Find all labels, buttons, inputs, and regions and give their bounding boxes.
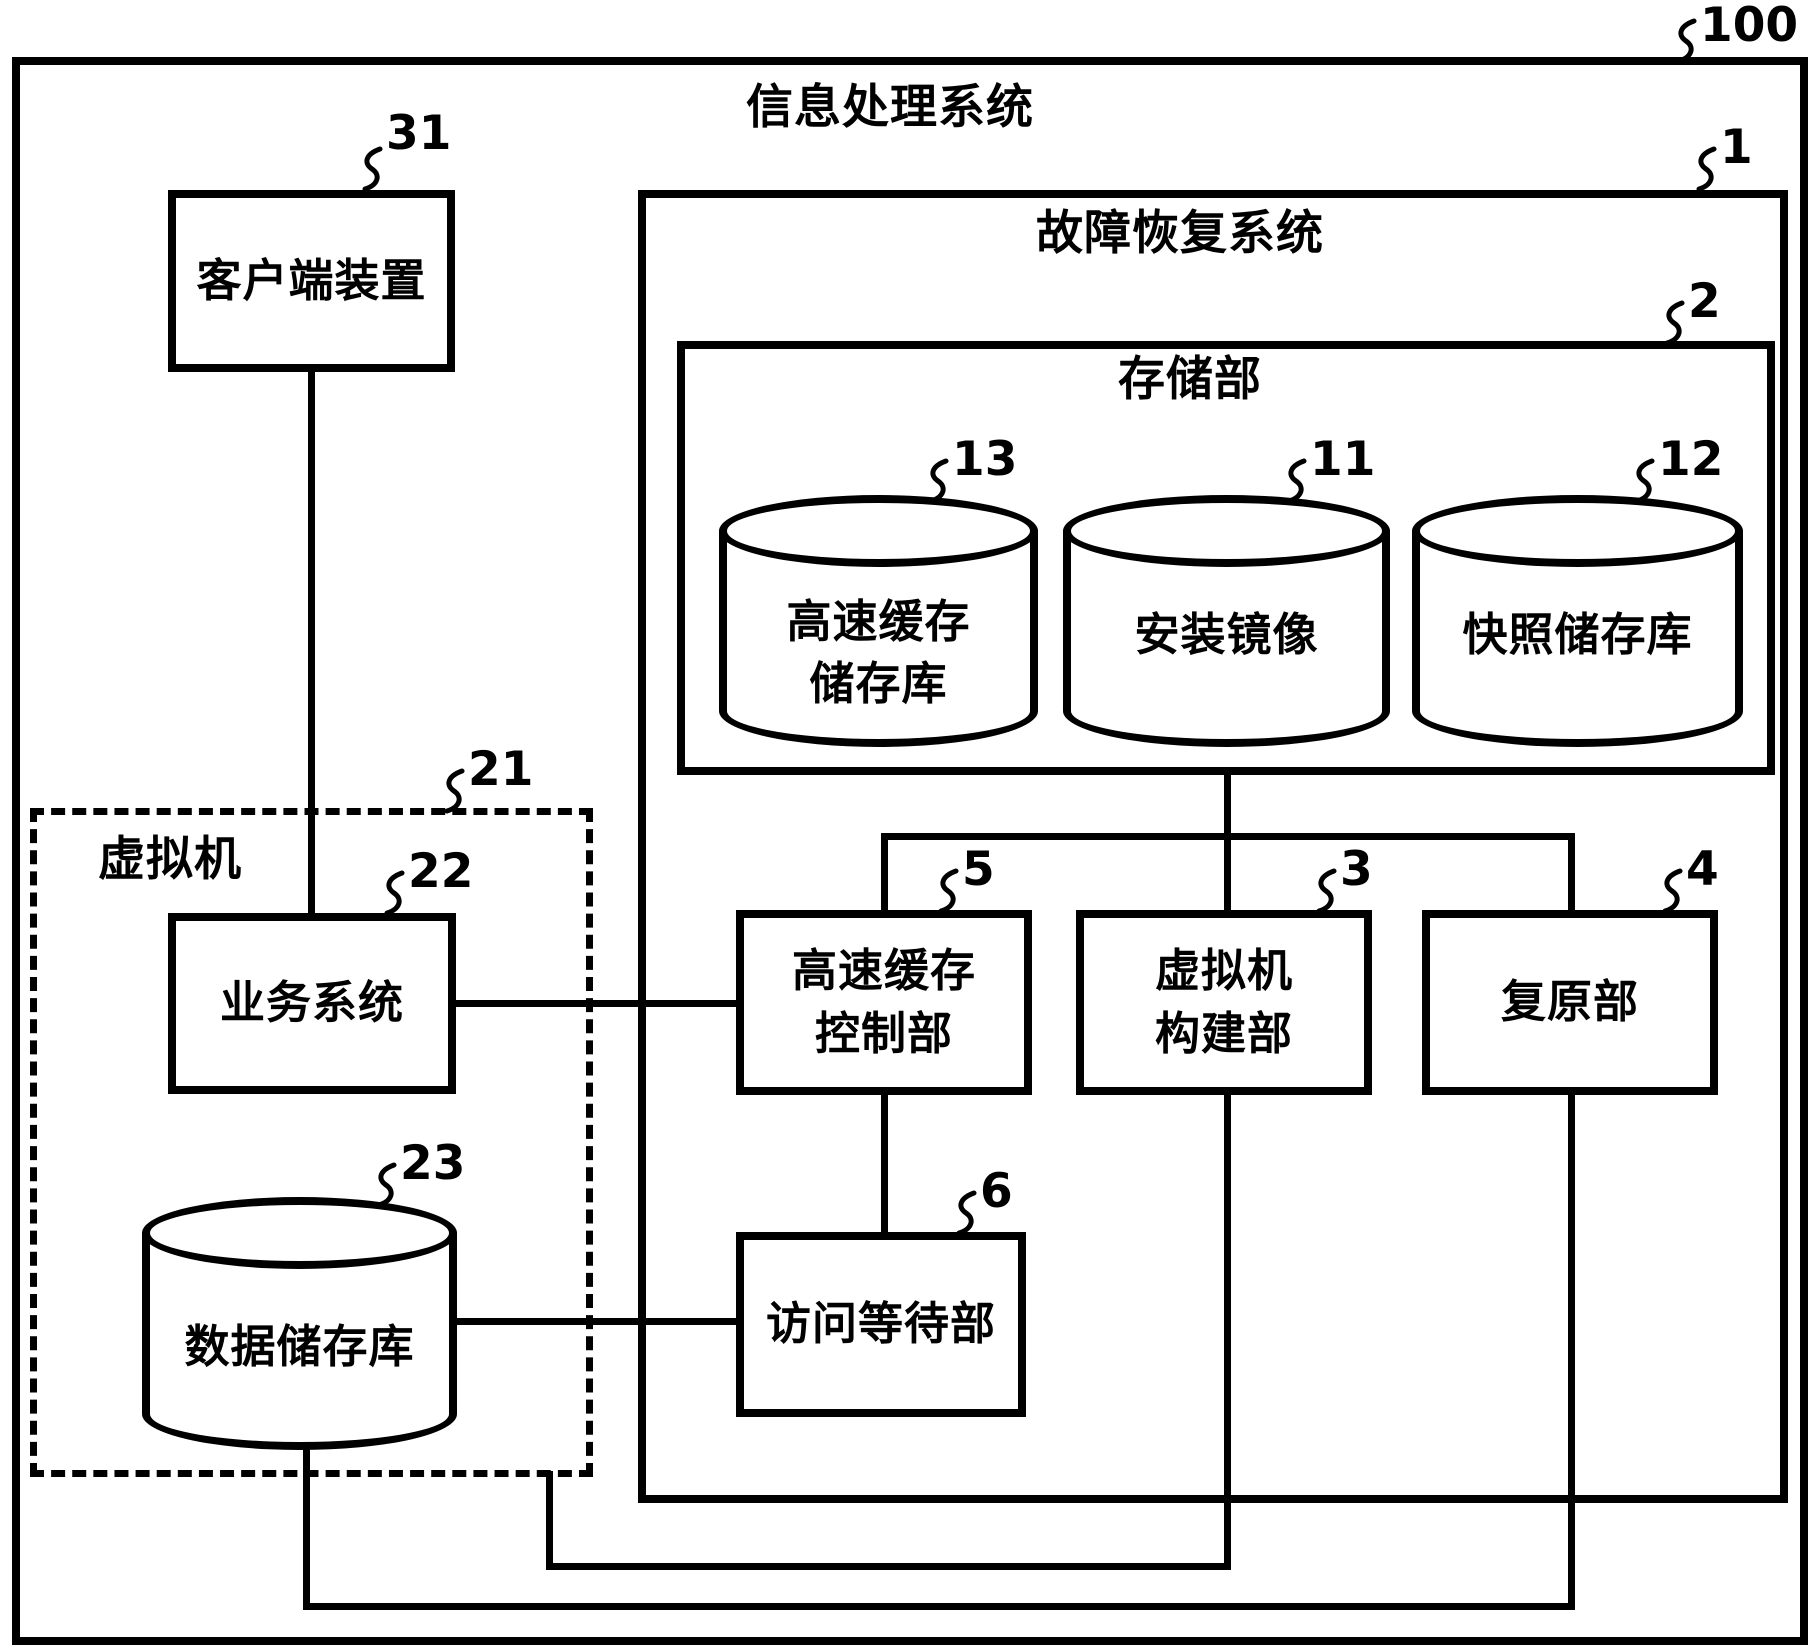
vm-builder-label-line1: 虚拟机 — [1154, 944, 1293, 998]
system-title: 信息处理系统 — [746, 80, 1034, 135]
install-image-cylinder: 安装镜像 — [1063, 495, 1390, 747]
ref-label-6: 6 — [954, 1164, 1013, 1236]
ref-number: 5 — [962, 842, 995, 897]
ref-leader-squiggle — [444, 768, 465, 814]
cylinder-body — [1412, 531, 1743, 747]
restore-unit-label: 复原部 — [1500, 975, 1639, 1029]
cache-controller-label-line1: 高速缓存 — [791, 944, 976, 998]
ref-label-13: 13 — [926, 432, 1018, 504]
connector-cache-controller-to-access-wait — [881, 1088, 888, 1240]
connector-bus-to-restore — [1568, 833, 1575, 918]
ref-number: 12 — [1658, 432, 1724, 487]
connector-vm-builder-to-vm-horizontal — [546, 1563, 1231, 1570]
connector-vm-box-down — [546, 1471, 553, 1570]
ref-label-22: 22 — [382, 844, 474, 916]
ref-leader-squiggle — [1662, 868, 1683, 914]
access-wait-unit-label: 访问等待部 — [765, 1297, 996, 1351]
ref-label-1: 1 — [1694, 120, 1753, 192]
storage-unit-title: 存储部 — [1118, 352, 1262, 407]
ref-number: 22 — [408, 844, 474, 899]
ref-label-23: 23 — [374, 1136, 466, 1208]
ref-leader-squiggle — [1676, 18, 1697, 64]
ref-number: 11 — [1310, 432, 1376, 487]
ref-number: 13 — [952, 432, 1018, 487]
snapshot-repository-label: 快照储存库 — [1462, 607, 1693, 661]
cache-controller-box: 高速缓存 控制部 — [736, 910, 1032, 1095]
business-system-box: 业务系统 — [168, 913, 456, 1094]
ref-number: 21 — [468, 742, 534, 797]
client-device-label: 客户端装置 — [196, 253, 427, 307]
ref-number: 31 — [386, 106, 452, 161]
ref-leader-squiggle — [362, 146, 383, 192]
ref-leader-squiggle — [938, 868, 959, 914]
connector-business-to-cache-controller — [450, 1000, 742, 1007]
ref-leader-squiggle — [1696, 146, 1717, 192]
ref-label-21: 21 — [442, 742, 534, 814]
ref-label-5: 5 — [936, 842, 995, 914]
data-repository-cylinder: 数据储存库 — [142, 1197, 457, 1450]
connector-restore-down — [1568, 1088, 1575, 1610]
cache-repository-label-line2: 储存库 — [809, 657, 948, 710]
ref-leader-squiggle — [384, 870, 405, 916]
ref-label-2: 2 — [1662, 274, 1721, 346]
ref-number: 100 — [1700, 0, 1799, 53]
ref-leader-squiggle — [1664, 300, 1685, 346]
connector-datastore-down — [303, 1430, 310, 1610]
ref-number: 2 — [1688, 274, 1721, 329]
vm-builder-box: 虚拟机 构建部 — [1076, 910, 1372, 1095]
ref-leader-squiggle — [1634, 458, 1655, 504]
recovery-system-title: 故障恢复系统 — [1036, 206, 1324, 261]
cache-repository-cylinder: 高速缓存 储存库 — [719, 495, 1038, 747]
connector-restore-to-datastore-horizontal — [303, 1603, 1575, 1610]
ref-label-100: 100 — [1674, 0, 1799, 64]
restore-unit-box: 复原部 — [1422, 910, 1718, 1095]
cylinder-top-ellipse — [1063, 495, 1390, 567]
ref-number: 1 — [1720, 120, 1753, 175]
cache-controller-label-line2: 控制部 — [814, 1006, 953, 1060]
vm-builder-label-line2: 构建部 — [1154, 1006, 1293, 1060]
ref-number: 3 — [1340, 842, 1373, 897]
ref-leader-squiggle — [1286, 458, 1307, 504]
connector-bus-to-cache-controller — [881, 833, 888, 918]
ref-label-12: 12 — [1632, 432, 1724, 504]
ref-leader-squiggle — [928, 458, 949, 504]
ref-label-3: 3 — [1314, 842, 1373, 914]
cylinder-top-ellipse — [142, 1197, 457, 1269]
business-system-label: 业务系统 — [219, 976, 404, 1030]
cylinder-top-ellipse — [1412, 495, 1743, 567]
cylinder-body — [1063, 531, 1390, 747]
cylinder-body — [142, 1233, 457, 1450]
ref-label-11: 11 — [1284, 432, 1376, 504]
ref-leader-squiggle — [376, 1162, 397, 1208]
connector-storage-to-vm-builder — [1224, 770, 1231, 918]
virtual-machine-title: 虚拟机 — [98, 832, 242, 887]
cache-repository-label-line1: 高速缓存 — [786, 594, 971, 648]
access-wait-unit-box: 访问等待部 — [736, 1232, 1026, 1417]
connector-vm-builder-down — [1224, 1088, 1231, 1570]
snapshot-repository-cylinder: 快照储存库 — [1412, 495, 1743, 747]
install-image-label: 安装镜像 — [1134, 607, 1319, 661]
cylinder-top-ellipse — [719, 495, 1038, 567]
ref-number: 4 — [1686, 842, 1719, 897]
ref-number: 23 — [400, 1136, 466, 1191]
client-device-box: 客户端装置 — [168, 190, 455, 372]
ref-label-4: 4 — [1660, 842, 1719, 914]
ref-label-31: 31 — [360, 106, 452, 192]
ref-number: 6 — [980, 1164, 1013, 1219]
ref-leader-squiggle — [1316, 868, 1337, 914]
connector-bus-horizontal — [881, 833, 1575, 840]
data-repository-label: 数据储存库 — [184, 1319, 415, 1373]
connector-client-to-business — [308, 365, 315, 920]
connector-datastore-to-access-wait — [450, 1318, 742, 1325]
cylinder-body — [719, 531, 1038, 747]
ref-leader-squiggle — [956, 1190, 977, 1236]
